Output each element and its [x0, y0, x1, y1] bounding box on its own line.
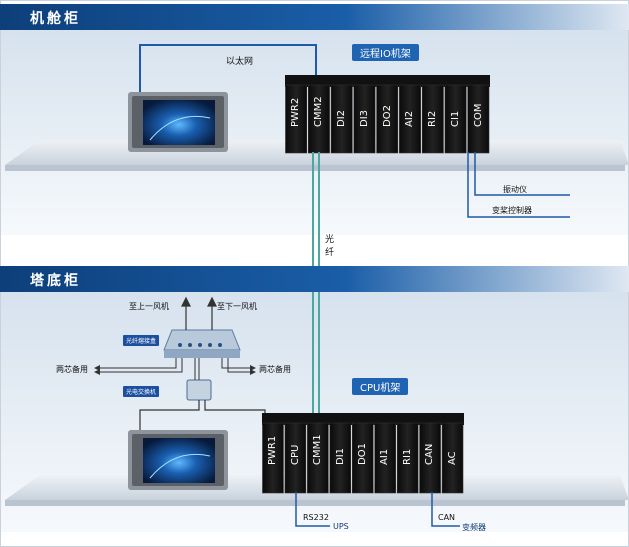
pitch-controller-label: 变桨控制器 [492, 206, 532, 215]
top-module-do2 [376, 84, 399, 154]
bottom-module-label: DI1 [334, 447, 346, 465]
top-hmi-panel [128, 92, 228, 152]
top-module-label: DO2 [381, 105, 393, 127]
bottom-rack [262, 413, 464, 494]
fan-arrows [181, 296, 217, 330]
can-cable [431, 492, 460, 527]
bottom-module-label: CPU [289, 444, 301, 465]
converter-to-hmi [139, 400, 200, 432]
top-rack-top [285, 75, 490, 87]
top-rack-title: 远程IO机架 [352, 44, 419, 61]
top-section-title: 机舱柜 [30, 11, 81, 27]
top-module-ri2 [421, 84, 444, 154]
top-module-label: DI3 [358, 109, 370, 127]
bottom-module-ai1 [374, 422, 396, 494]
can-label: CAN [438, 513, 456, 522]
top-module-label: DI2 [335, 109, 347, 127]
ethernet-cable [139, 44, 317, 93]
bottom-section-title: 塔底柜 [30, 273, 81, 289]
top-module-label: CMM2 [313, 96, 325, 127]
top-module-ai2 [399, 84, 421, 154]
pitch-cable [467, 152, 570, 218]
to-upper-fan-label: 至上一风机 [129, 302, 169, 311]
top-module-label: CI1 [449, 110, 461, 127]
bottom-module-label: AI1 [379, 448, 391, 465]
bottom-module-label: DO1 [357, 443, 368, 465]
bottom-module-label: AC [446, 451, 458, 465]
top-rack [285, 75, 490, 154]
fiber-junction-box-graphic [163, 329, 241, 358]
top-module-label: PWR2 [290, 97, 302, 127]
bottom-module-di1 [329, 422, 352, 494]
bottom-section-bar: 塔底柜 [0, 266, 629, 292]
inverter-label: 变频器 [462, 523, 486, 532]
bottom-module-label: RI1 [401, 448, 413, 465]
bottom-module-do1 [351, 422, 374, 494]
top-module-ci1 [444, 84, 467, 154]
rs232-cable [295, 492, 330, 527]
top-section-bar: 机舱柜 [0, 4, 629, 30]
bottom-module-cmm1 [307, 422, 329, 494]
vibration-label: 振动仪 [503, 185, 527, 194]
spare-right-label: 两芯备用 [259, 365, 291, 374]
top-module-pwr2 [285, 84, 308, 154]
bottom-hmi-panel [128, 430, 228, 490]
bottom-module-ri1 [396, 422, 419, 494]
spare-lines [100, 358, 250, 373]
bottom-module-label: CMM1 [312, 434, 324, 465]
top-module-label: AI2 [404, 110, 416, 127]
fiber-box-tag: 光纤熔接盒 [123, 335, 160, 346]
bottom-module-pwr1 [262, 422, 284, 494]
fiber-label: 光 纤 [325, 235, 335, 258]
bottom-module-label: CAN [424, 443, 436, 465]
vibration-cable [474, 152, 570, 196]
bottom-module-can [419, 422, 441, 494]
to-lower-fan-label: 至下一风机 [217, 302, 257, 311]
top-module-di3 [353, 84, 376, 154]
bottom-rack-title: CPU机架 [352, 378, 409, 395]
rs232-label: RS232 [303, 513, 329, 522]
bottom-module-label: PWR1 [267, 435, 279, 465]
bottom-rack-top [262, 413, 464, 425]
top-module-label: RI2 [427, 110, 439, 127]
spare-left-label: 两芯备用 [56, 365, 88, 374]
top-module-com [467, 84, 490, 154]
top-module-di2 [330, 84, 353, 154]
bottom-module-ac [441, 422, 464, 494]
ups-label: UPS [333, 522, 349, 531]
top-module-label: COM [472, 103, 484, 127]
media-converter-tag: 光电交换机 [123, 386, 160, 397]
ethernet-label: 以太网 [226, 57, 254, 67]
